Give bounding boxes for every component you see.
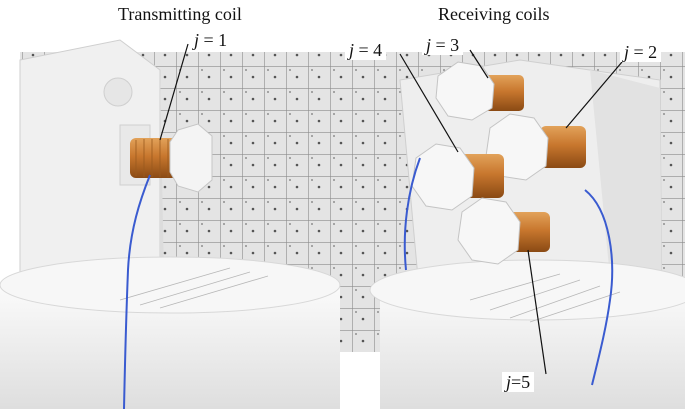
receiving-coil-cable-left <box>403 157 421 271</box>
label-leader-lines <box>159 43 623 375</box>
receiving-coil-3 <box>435 61 524 121</box>
leader-j2 <box>565 61 623 129</box>
leader-j1 <box>159 43 189 141</box>
transmitting-cylinder-base <box>0 256 341 409</box>
receiving-coil-4 <box>411 143 504 211</box>
coil-label-j3: j = 3 <box>422 35 464 55</box>
coil-label-j5: j=5 <box>502 372 535 392</box>
receiving-coils-caption: Receiving coils <box>438 4 550 24</box>
coil-label-j4: j = 4 <box>345 40 387 60</box>
receiving-coil-cable-right <box>584 189 614 386</box>
receiving-coil-5 <box>457 197 550 265</box>
transmitting-coil <box>130 123 213 193</box>
leader-j3 <box>469 49 489 79</box>
leader-j5 <box>527 249 547 375</box>
transmitting-coil-caption: Transmitting coil <box>118 4 242 24</box>
coil-label-j1: j = 1 <box>190 30 232 50</box>
transmitting-coil-cable <box>123 174 151 409</box>
leader-j4 <box>399 53 459 153</box>
coil-label-j2: j = 2 <box>620 42 662 62</box>
